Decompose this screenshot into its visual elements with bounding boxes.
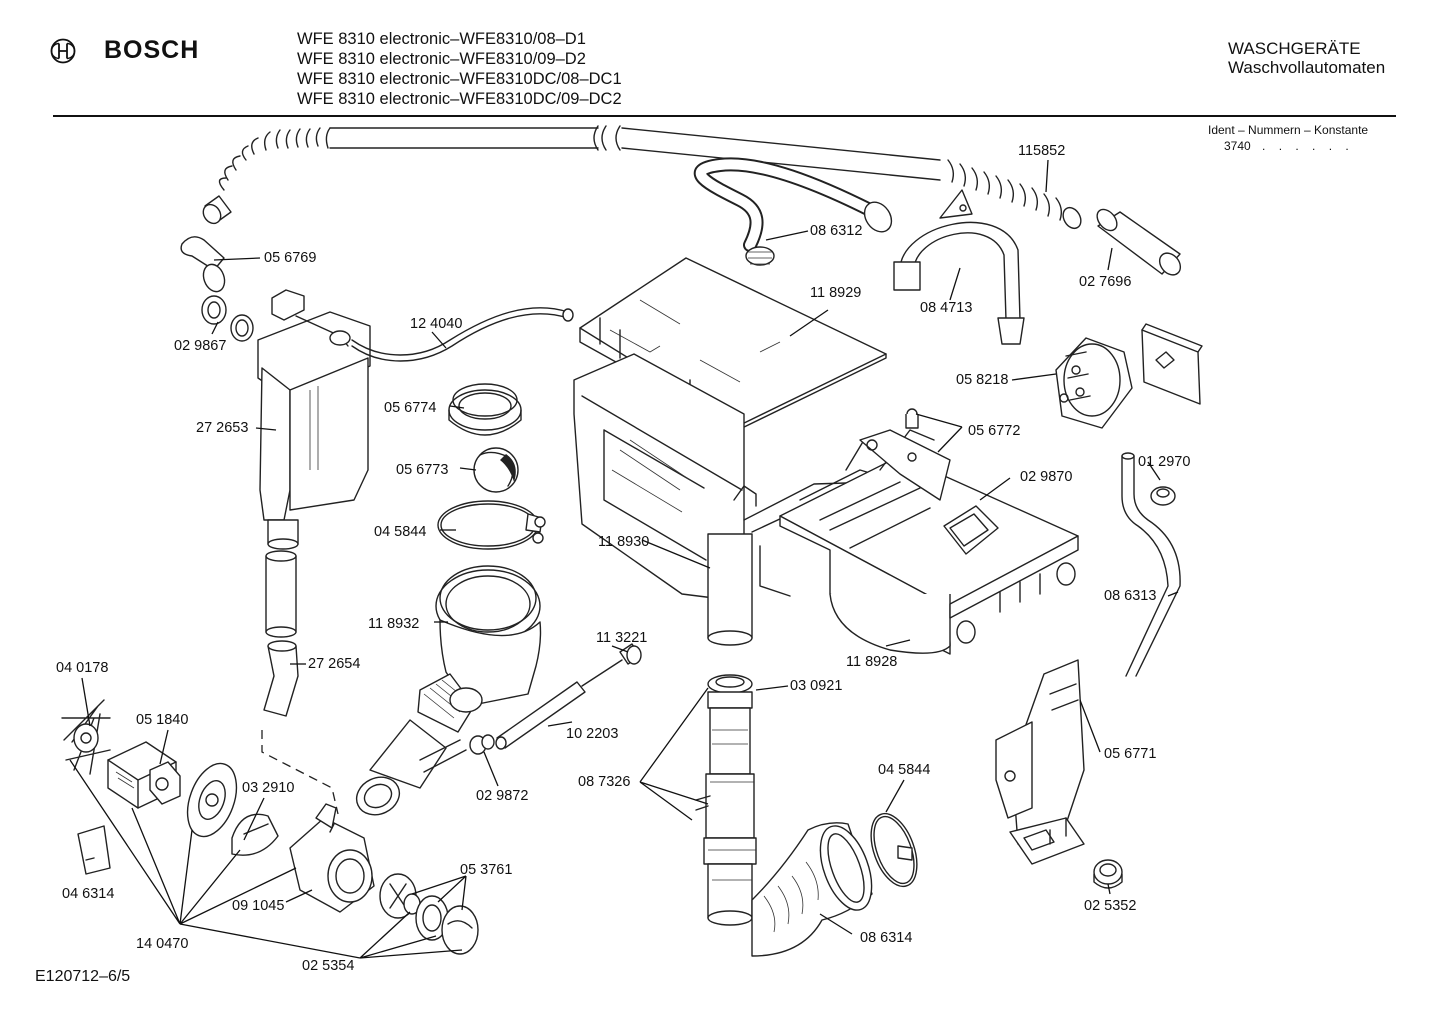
part-label: 02 9870 xyxy=(1020,469,1072,485)
leader-lines xyxy=(69,159,1179,959)
bosch-armature-logo-icon xyxy=(50,38,76,64)
hose-clamp-part xyxy=(437,500,546,550)
ident-value-row: 3740 . . . . . . xyxy=(1208,138,1368,154)
part-label: 02 9867 xyxy=(174,338,226,354)
curved-hose-part xyxy=(693,157,893,266)
part-label: 11 8928 xyxy=(846,654,897,670)
part-label: 03 2910 xyxy=(242,780,294,796)
grommet-part xyxy=(1093,859,1123,889)
part-label: 05 3761 xyxy=(460,862,512,878)
part-label: 08 6313 xyxy=(1104,588,1156,604)
part-label: 11 8932 xyxy=(368,616,419,632)
part-label: 03 0921 xyxy=(790,678,842,694)
part-label: 05 6769 xyxy=(264,250,316,266)
ident-value: 3740 xyxy=(1224,139,1251,153)
part-label: 05 6771 xyxy=(1104,746,1156,762)
ident-block: Ident – Nummern – Konstante 3740 . . . .… xyxy=(1208,122,1368,154)
model-line: WFE 8310 electronic–WFE8310DC/08–DC1 xyxy=(297,70,622,88)
model-line: WFE 8310 electronic–WFE8310DC/09–DC2 xyxy=(297,90,622,108)
bellows-hose-part xyxy=(751,822,873,957)
pressure-chamber-part xyxy=(257,289,371,550)
float-rod-part xyxy=(469,643,642,755)
cabinet-bracket-part xyxy=(995,659,1085,865)
part-label: 02 9872 xyxy=(476,788,528,804)
brand-name: BOSCH xyxy=(104,36,200,64)
part-label: 02 7696 xyxy=(1079,274,1131,290)
part-label: 02 5352 xyxy=(1084,898,1136,914)
part-label: 01 2970 xyxy=(1138,454,1190,470)
valve-bracket-part xyxy=(1141,323,1203,405)
part-label: 08 6314 xyxy=(860,930,912,946)
part-label: 05 6772 xyxy=(968,423,1020,439)
part-label: 27 2654 xyxy=(308,656,360,672)
seal-ring-part xyxy=(448,383,522,436)
part-label: 02 5354 xyxy=(302,958,354,974)
part-label: 08 4713 xyxy=(920,300,972,316)
pump-group-part xyxy=(61,699,479,955)
model-list: WFE 8310 electronic–WFE8310/08–D1 WFE 83… xyxy=(297,29,622,109)
air-tube-part xyxy=(351,307,569,356)
model-line: WFE 8310 electronic–WFE8310/09–D2 xyxy=(297,50,586,68)
hose-bracket-part xyxy=(893,189,1025,345)
drawing-code: E120712–6/5 xyxy=(35,968,131,985)
part-label: 115852 xyxy=(1018,143,1065,159)
part-label: 14 0470 xyxy=(136,936,188,952)
detergent-drawer-part xyxy=(779,408,1079,655)
elbow-fitting-part xyxy=(180,236,254,342)
part-label: 08 6312 xyxy=(810,223,862,239)
standpipe-part xyxy=(695,674,757,926)
part-label: 05 6774 xyxy=(384,400,436,416)
part-label: 05 6773 xyxy=(396,462,448,478)
category-title: WASCHGERÄTE xyxy=(1228,39,1361,58)
part-label: 11 3221 xyxy=(596,630,647,646)
bypass-tube-part xyxy=(1121,455,1169,677)
category-block: WASCHGERÄTE Waschvollautomaten xyxy=(1228,39,1385,77)
part-label: 09 1045 xyxy=(232,898,284,914)
ident-dots: . . . . . . xyxy=(1262,139,1354,153)
part-label: 08 7326 xyxy=(578,774,630,790)
part-label: 04 5844 xyxy=(878,762,930,778)
part-label: 05 8218 xyxy=(956,372,1008,388)
category-subtitle: Waschvollautomaten xyxy=(1228,58,1386,77)
check-ball-part xyxy=(473,447,519,493)
header-rule xyxy=(53,115,1396,117)
hose-clamp-b-part xyxy=(870,812,918,888)
part-label: 04 0178 xyxy=(56,660,108,676)
part-label: 11 8930 xyxy=(598,534,649,550)
part-label: 12 4040 xyxy=(410,316,462,332)
part-label: 27 2653 xyxy=(196,420,248,436)
part-labels: 115852 08 6312 11 8929 08 4713 02 7696 0… xyxy=(56,143,1190,974)
dispenser-housing-part xyxy=(573,353,921,646)
model-line: WFE 8310 electronic–WFE8310/08–D1 xyxy=(297,30,586,48)
ident-label: Ident – Nummern – Konstante xyxy=(1208,123,1369,137)
part-label: 11 8929 xyxy=(810,285,861,301)
hose-connector-part xyxy=(1096,208,1182,276)
connector-hose-part xyxy=(263,550,299,717)
part-label: 04 5844 xyxy=(374,524,426,540)
part-label: 10 2203 xyxy=(566,726,618,742)
sump-bellows-part xyxy=(355,565,542,816)
drain-hose-part xyxy=(202,125,1082,230)
part-label: 05 1840 xyxy=(136,712,188,728)
part-label: 04 6314 xyxy=(62,886,114,902)
inlet-valve-part xyxy=(1055,337,1133,429)
